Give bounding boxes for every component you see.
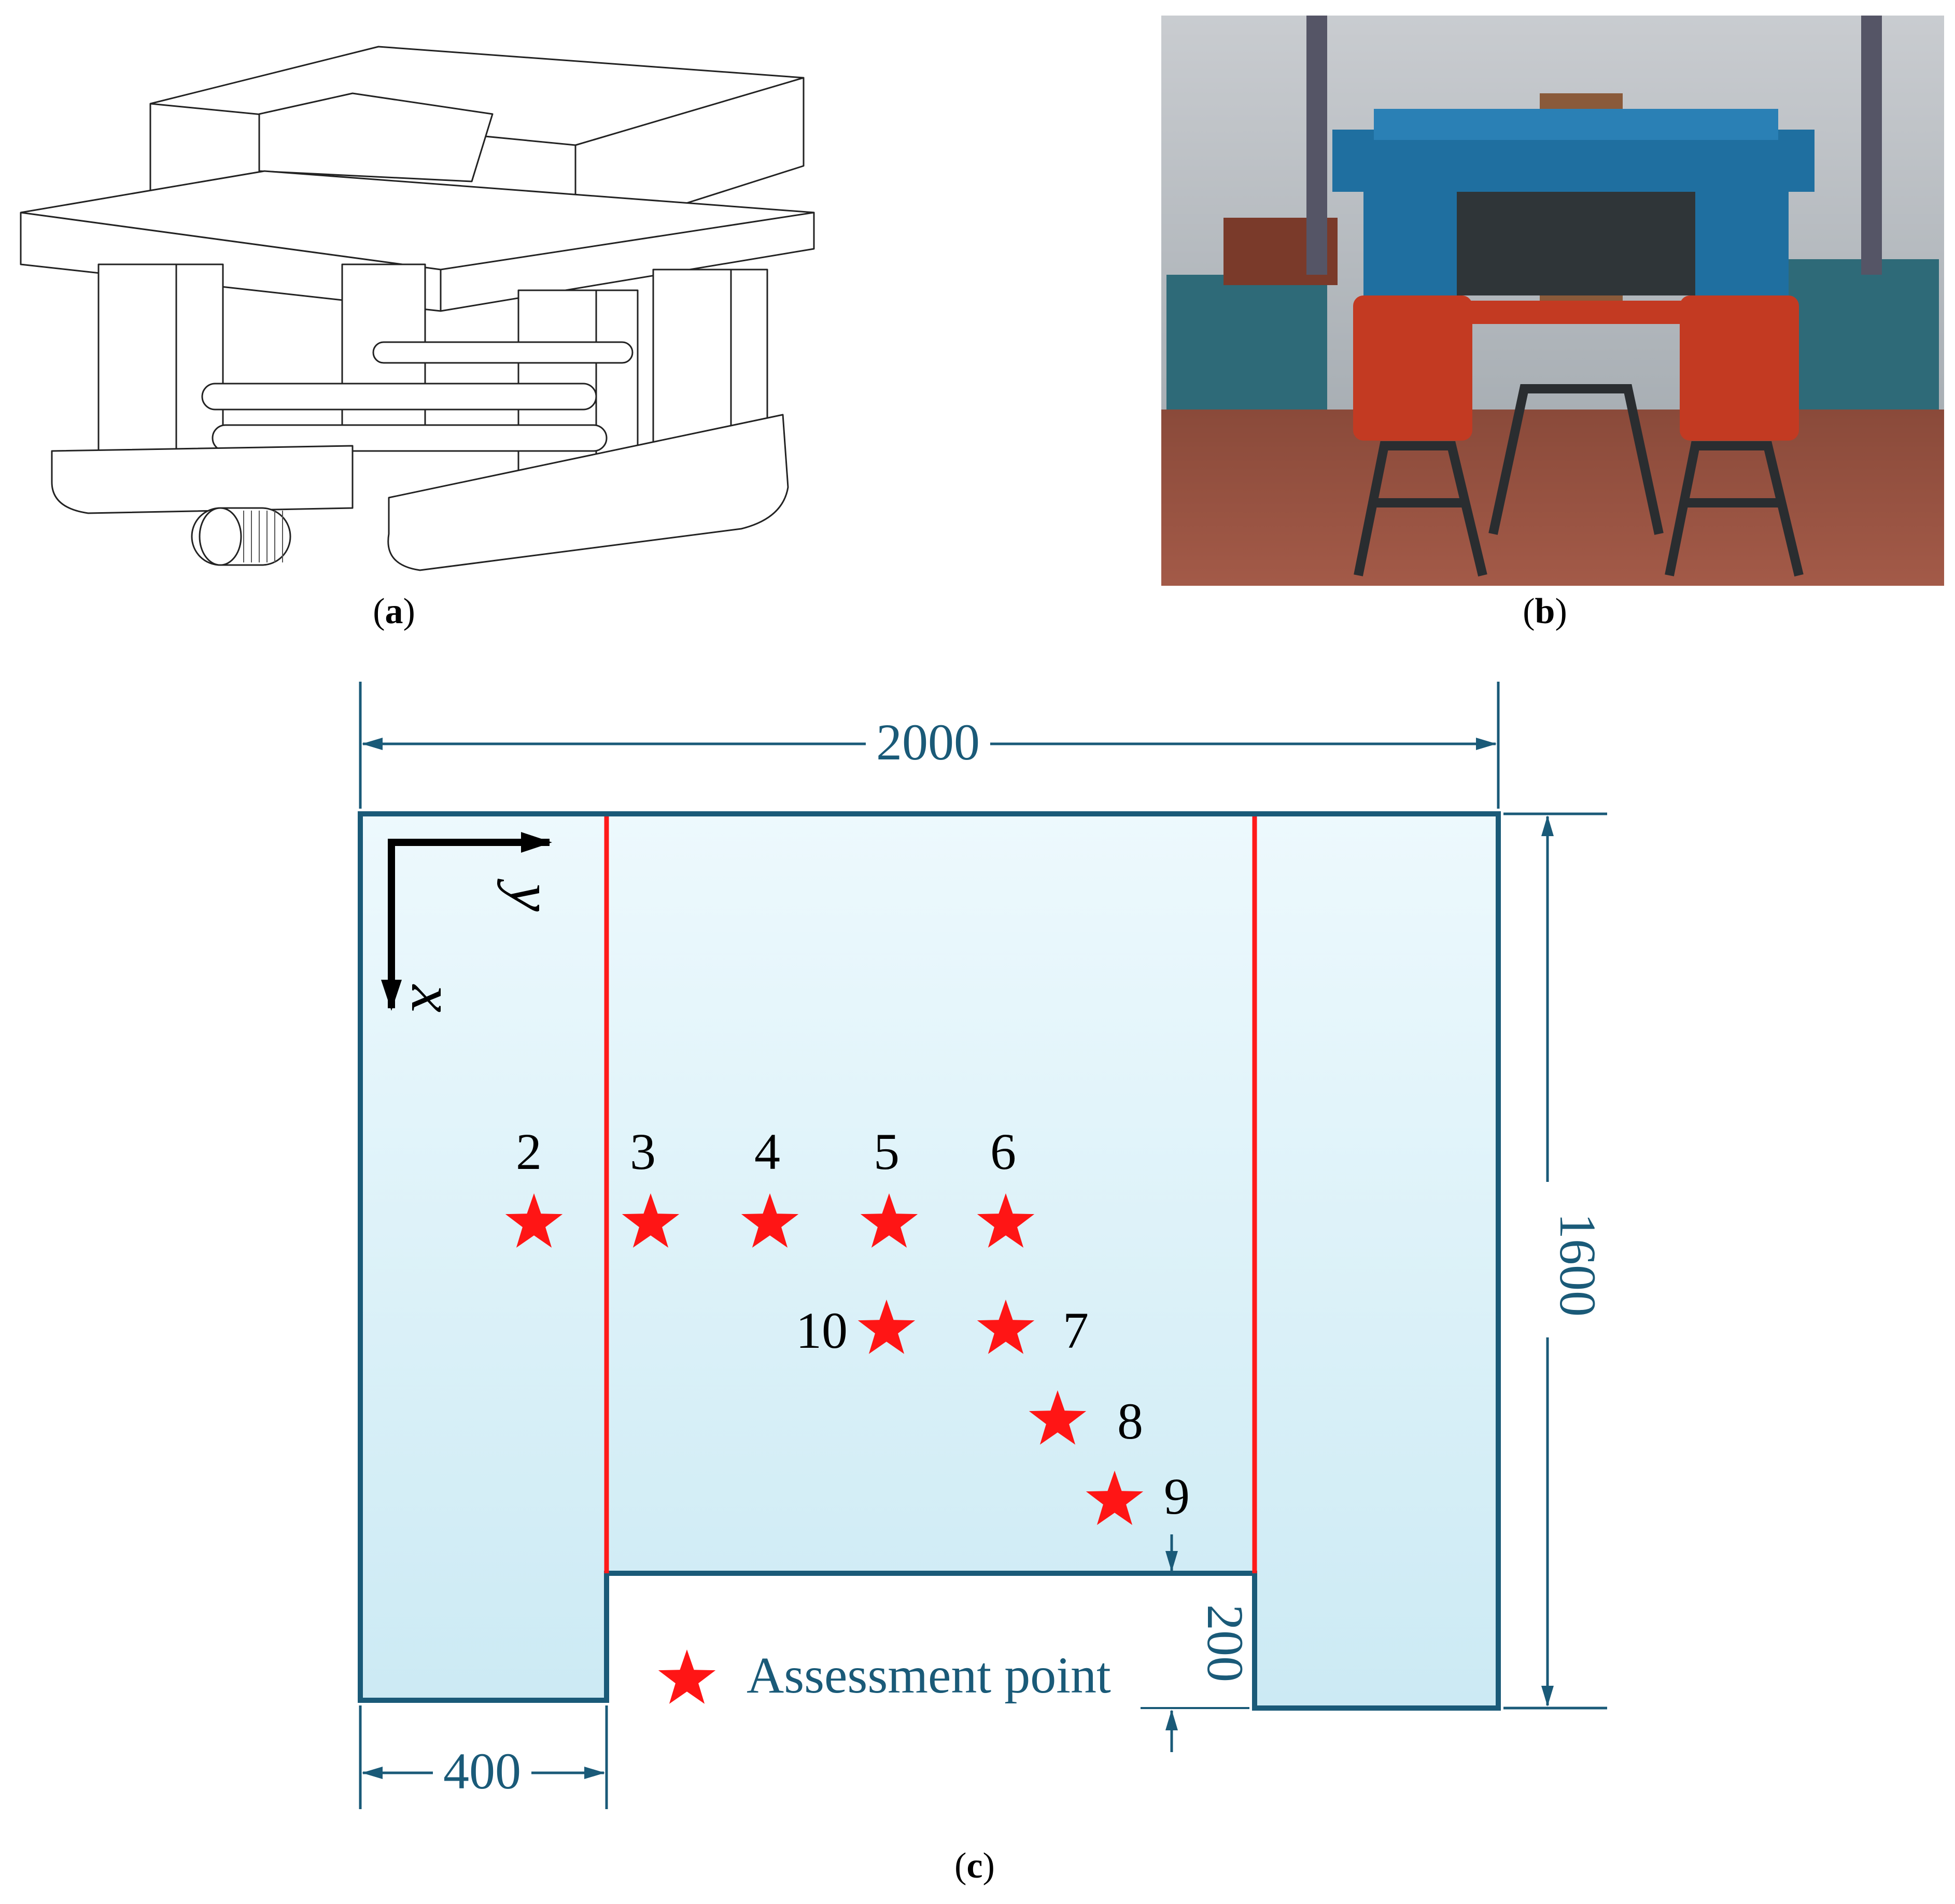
x-axis-label: x — [399, 984, 468, 1012]
machine-line-drawing — [20, 46, 815, 571]
point-label-4: 4 — [754, 1123, 780, 1180]
dim-leg-width: 400 — [443, 1742, 521, 1800]
point-label-3: 3 — [630, 1123, 656, 1180]
point-label-2: 2 — [516, 1123, 542, 1180]
point-label-8: 8 — [1117, 1392, 1143, 1450]
point-label-10: 10 — [796, 1302, 848, 1359]
floor-plan-diagram: y x 2000 1600 400 200 — [358, 682, 1607, 1809]
legend-label: Assessment point — [747, 1646, 1111, 1704]
axis-arrows — [381, 832, 552, 1011]
dim-width-total: 2000 — [876, 713, 980, 771]
caption-a: (a) — [373, 591, 415, 631]
plate-outline — [358, 811, 1501, 1711]
dim-gap-height: 200 — [1197, 1604, 1254, 1682]
legend-star-icon — [658, 1649, 716, 1704]
panel-b-photo — [1161, 16, 1944, 586]
photo-left-red-shoe — [1353, 295, 1472, 441]
point-label-6: 6 — [990, 1123, 1016, 1180]
point-label-7: 7 — [1063, 1302, 1089, 1359]
point-label-9: 9 — [1164, 1468, 1190, 1525]
panel-c-diagram: y x 2000 1600 400 200 — [0, 648, 1955, 1840]
y-axis-label: y — [497, 878, 566, 912]
caption-c: (c) — [954, 1846, 995, 1886]
dim-height-total: 1600 — [1549, 1213, 1607, 1317]
point-label-5: 5 — [874, 1123, 899, 1180]
caption-b: (b) — [1523, 591, 1567, 631]
photo-right-red-shoe — [1680, 295, 1799, 441]
panel-a-drawing — [16, 41, 824, 575]
machine-photo — [1161, 16, 1944, 586]
